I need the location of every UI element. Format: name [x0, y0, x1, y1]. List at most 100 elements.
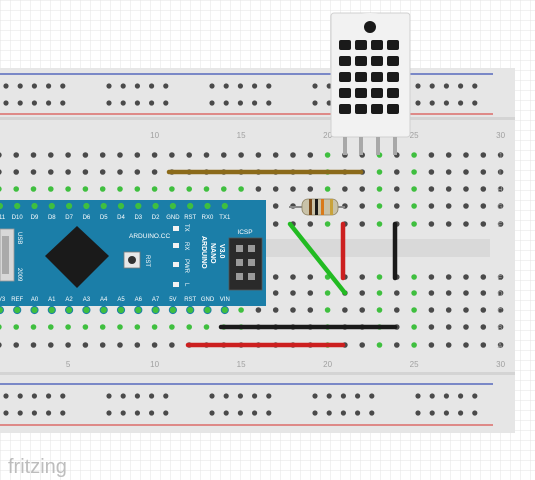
breadboard-hole[interactable] [151, 342, 158, 348]
breadboard-hole[interactable] [30, 152, 37, 158]
breadboard-hole[interactable] [428, 186, 435, 192]
breadboard-hole[interactable] [65, 152, 71, 158]
breadboard-hole[interactable] [445, 274, 452, 280]
breadboard-hole[interactable] [238, 152, 244, 158]
breadboard-hole[interactable] [376, 221, 383, 227]
nano-pin[interactable] [186, 305, 195, 315]
rail-hole[interactable] [237, 100, 243, 106]
nano-pin[interactable] [47, 305, 56, 315]
breadboard-hole[interactable] [117, 152, 123, 158]
wire-green[interactable] [287, 221, 348, 296]
breadboard-hole[interactable] [497, 169, 504, 175]
breadboard-hole[interactable] [186, 152, 192, 158]
rail-hole[interactable] [106, 393, 112, 399]
breadboard-hole[interactable] [497, 152, 504, 158]
rail-hole[interactable] [120, 83, 126, 89]
breadboard-hole[interactable] [411, 274, 417, 280]
breadboard-hole[interactable] [272, 290, 279, 296]
breadboard-hole[interactable] [82, 342, 89, 348]
rail-hole[interactable] [46, 100, 52, 106]
rail-hole[interactable] [312, 100, 318, 106]
rail-hole[interactable] [369, 393, 375, 399]
breadboard-hole[interactable] [272, 203, 279, 209]
breadboard-hole[interactable] [307, 307, 314, 313]
breadboard-hole[interactable] [290, 186, 296, 192]
breadboard-hole[interactable] [82, 169, 89, 175]
breadboard-hole[interactable] [48, 324, 54, 330]
breadboard-hole[interactable] [376, 290, 383, 296]
breadboard-hole[interactable] [290, 274, 296, 280]
rail-hole[interactable] [266, 410, 272, 416]
breadboard-hole[interactable] [48, 186, 54, 192]
breadboard-hole[interactable] [186, 324, 192, 330]
breadboard-hole[interactable] [497, 307, 504, 313]
breadboard-hole[interactable] [307, 186, 314, 192]
breadboard-hole[interactable] [445, 342, 452, 348]
breadboard-hole[interactable] [117, 342, 123, 348]
breadboard-hole[interactable] [99, 152, 106, 158]
breadboard-hole[interactable] [463, 307, 469, 313]
breadboard-hole[interactable] [445, 290, 452, 296]
breadboard-hole[interactable] [272, 307, 279, 313]
breadboard-hole[interactable] [324, 290, 331, 296]
rail-hole[interactable] [252, 83, 258, 89]
breadboard-hole[interactable] [13, 169, 19, 175]
breadboard-hole[interactable] [151, 324, 158, 330]
rail-hole[interactable] [31, 393, 37, 399]
nano-pin[interactable] [13, 305, 22, 315]
breadboard-hole[interactable] [463, 324, 469, 330]
rail-hole[interactable] [472, 410, 478, 416]
breadboard-hole[interactable] [30, 186, 37, 192]
breadboard-hole[interactable] [497, 290, 504, 296]
breadboard-hole[interactable] [480, 169, 487, 175]
nano-pin[interactable] [151, 201, 160, 211]
breadboard-hole[interactable] [445, 152, 452, 158]
rail-hole[interactable] [266, 100, 272, 106]
rail-hole[interactable] [120, 393, 126, 399]
breadboard-hole[interactable] [359, 203, 366, 209]
rail-hole[interactable] [443, 393, 449, 399]
breadboard-hole[interactable] [324, 186, 331, 192]
breadboard-hole[interactable] [445, 169, 452, 175]
breadboard-hole[interactable] [0, 152, 2, 158]
breadboard-hole[interactable] [169, 152, 175, 158]
nano-pin[interactable] [203, 201, 212, 211]
rail-hole[interactable] [458, 100, 464, 106]
breadboard-hole[interactable] [411, 152, 417, 158]
breadboard-hole[interactable] [359, 274, 366, 280]
rail-hole[interactable] [106, 100, 112, 106]
rail-hole[interactable] [60, 410, 66, 416]
breadboard-hole[interactable] [0, 169, 2, 175]
breadboard-hole[interactable] [307, 274, 314, 280]
breadboard-hole[interactable] [272, 221, 279, 227]
rail-hole[interactable] [31, 410, 37, 416]
breadboard-hole[interactable] [186, 186, 192, 192]
rail-hole[interactable] [3, 83, 9, 89]
nano-pin[interactable] [220, 305, 229, 315]
rail-hole[interactable] [415, 393, 421, 399]
rail-hole[interactable] [429, 410, 435, 416]
dht-sensor[interactable] [330, 12, 411, 155]
rail-hole[interactable] [46, 393, 52, 399]
breadboard-hole[interactable] [376, 186, 383, 192]
breadboard-hole[interactable] [463, 342, 469, 348]
breadboard-hole[interactable] [13, 324, 19, 330]
breadboard-hole[interactable] [255, 186, 262, 192]
breadboard-hole[interactable] [290, 152, 296, 158]
breadboard-hole[interactable] [463, 274, 469, 280]
breadboard-hole[interactable] [480, 290, 487, 296]
nano-pin[interactable] [82, 305, 91, 315]
breadboard-hole[interactable] [0, 324, 2, 330]
breadboard-hole[interactable] [445, 203, 452, 209]
rail-hole[interactable] [237, 393, 243, 399]
rail-hole[interactable] [149, 83, 155, 89]
nano-pin[interactable] [0, 201, 4, 211]
breadboard-hole[interactable] [497, 186, 504, 192]
rail-hole[interactable] [46, 83, 52, 89]
breadboard-hole[interactable] [376, 274, 383, 280]
rail-hole[interactable] [223, 83, 229, 89]
breadboard-hole[interactable] [428, 221, 435, 227]
rail-hole[interactable] [223, 410, 229, 416]
rail-hole[interactable] [17, 393, 23, 399]
rail-hole[interactable] [252, 100, 258, 106]
